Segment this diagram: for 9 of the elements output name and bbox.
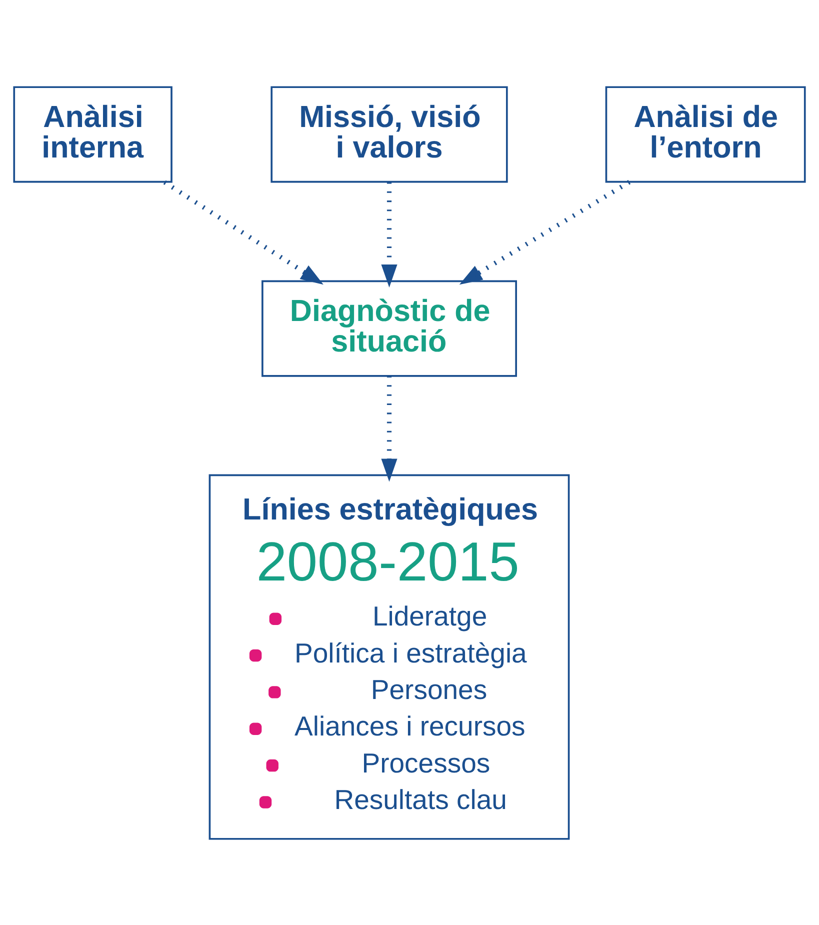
node-box: Anàlisi interna bbox=[13, 86, 172, 182]
node-box: Diagnòstic de situació bbox=[262, 280, 517, 376]
node-box: Missió, visió i valors bbox=[270, 86, 508, 182]
arrow bbox=[381, 182, 398, 287]
arrow bbox=[163, 180, 324, 284]
arrow bbox=[459, 180, 631, 284]
node-box: Línies estratègiques 2008-2015 Lideratge Política i estratègia Persones Aliances i recursos Processos Resultats clau bbox=[208, 474, 570, 840]
arrow bbox=[381, 376, 398, 482]
node-box: Anàlisi de l’entorn bbox=[605, 86, 806, 182]
